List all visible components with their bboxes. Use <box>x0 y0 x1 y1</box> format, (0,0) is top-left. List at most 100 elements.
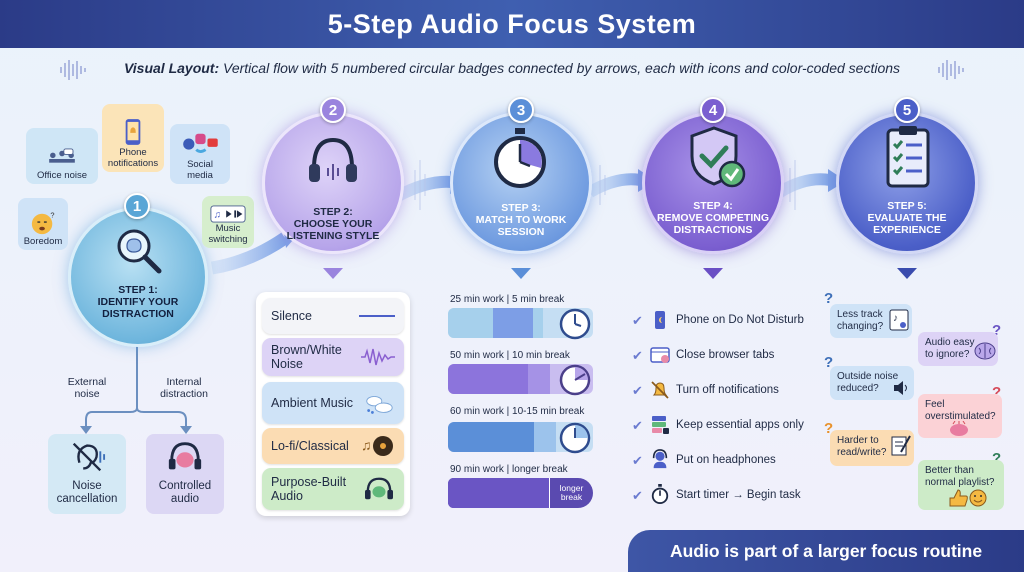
checklist-item-5: Put on headphones <box>676 454 776 466</box>
eval-better-than-normal-playlist: Better than normal playlist? <box>918 460 1004 510</box>
step-1-label-line1: STEP 1: <box>118 284 158 296</box>
soundwave-icon <box>938 60 964 80</box>
playlist-icon: ♪ <box>889 309 909 331</box>
eval-1-line1: Less track <box>837 309 883 320</box>
distraction-office-noise: Office noise <box>26 128 98 184</box>
background-wave <box>414 160 796 210</box>
session-4-extra: longer break <box>550 478 593 508</box>
checklist-item-2: Close browser tabs <box>676 349 775 361</box>
distraction-phone-label-line1: Phone <box>119 147 147 158</box>
checkmark-icon: ✔ <box>632 383 643 398</box>
flat-line-icon <box>359 315 395 317</box>
eval-less-track-changing: Less track changing? ♪ <box>830 304 912 338</box>
step-1-label-line2: IDENTIFY YOUR <box>97 296 179 308</box>
step-3-label: STEP 3: MATCH TO WORK SESSION <box>458 202 584 238</box>
phone-bell-icon <box>125 119 141 145</box>
step-4-label-line3: DISTRACTIONS <box>673 224 753 236</box>
distraction-music-label-line1: Music <box>215 223 241 234</box>
brain-headphones-icon <box>168 442 202 470</box>
style-silence-label: Silence <box>271 309 312 323</box>
step-2-label-line1: STEP 2: <box>313 206 353 218</box>
clouds-icon <box>366 395 393 414</box>
brain-magnifier-icon <box>117 229 162 274</box>
checklist-item-1: Phone on Do Not Disturb <box>676 314 804 326</box>
thumbs-smile-icon <box>949 489 987 507</box>
checkmark-icon: ✔ <box>632 313 643 328</box>
style-lofi-classical: Lo-fi/Classical ♫ <box>262 428 404 464</box>
branch-internal-line1: Internal <box>166 376 202 388</box>
eval-4-line1: Feel <box>925 399 945 410</box>
arrow-4-5 <box>776 173 831 198</box>
step-4-label-line1: STEP 4: <box>693 200 733 212</box>
brain-icon <box>974 342 996 360</box>
distraction-phone-notifications: Phone notifications <box>102 104 164 172</box>
question-mark-icon: ? <box>992 384 1002 401</box>
style-lofi-label: Lo-fi/Classical <box>271 439 349 453</box>
checkmark-icon: ✔ <box>632 348 643 363</box>
eval-3-line1: Outside noise <box>837 371 899 382</box>
result-noise-line1: Noise <box>72 480 102 492</box>
bored-face-icon: ? <box>31 210 55 235</box>
step-5-pointer <box>897 268 917 279</box>
step-2-badge: 2 <box>320 97 346 123</box>
checklist-item-3: Turn off notifications <box>676 384 779 396</box>
subtitle-lead: Visual Layout: <box>123 60 220 76</box>
step-4-pointer <box>703 268 723 279</box>
brain-headphones-icon <box>365 477 393 500</box>
result-noise-cancellation: Noise cancellation <box>48 434 126 514</box>
svg-text:♫: ♫ <box>361 437 372 453</box>
svg-text:♫: ♫ <box>214 210 221 221</box>
result-controlled-line1: Controlled <box>158 480 212 492</box>
distraction-office-noise-label: Office noise <box>37 170 87 181</box>
stopwatch-icon <box>494 128 546 188</box>
step-2-label-line2: CHOOSE YOUR <box>293 218 373 230</box>
title-banner: 5-Step Audio Focus System <box>0 0 1024 48</box>
eval-5-line1: Harder to <box>837 435 879 446</box>
style-ambient-label: Ambient Music <box>271 396 353 410</box>
speaker-icon <box>894 381 907 395</box>
step-3-label-line2: MATCH TO WORK <box>475 214 567 226</box>
question-mark-icon: ? <box>992 450 1002 467</box>
eval-1-line2: changing? <box>837 321 884 332</box>
step-3-label-line1: STEP 3: <box>501 202 541 214</box>
question-mark-icon: ? <box>824 290 834 307</box>
question-mark-icon: ? <box>824 354 834 371</box>
branch-external-line2: noise <box>74 388 100 400</box>
step-5-label: STEP 5: EVALUATE THE EXPERIENCE <box>844 200 970 236</box>
distraction-music-switching: ♫ Music switching <box>202 196 254 248</box>
step-3-pointer <box>511 268 531 279</box>
question-mark-icon: ? <box>992 322 1002 339</box>
soundwave-icon <box>361 348 395 366</box>
vinyl-icon: ♫ <box>361 436 393 456</box>
phone-moon-icon <box>655 311 665 329</box>
step-5-badge: 5 <box>894 97 920 123</box>
session-3-label: 60 min work | 10-15 min break <box>450 406 585 417</box>
footer-banner: Audio is part of a larger focus routine <box>628 530 1024 572</box>
svg-text:?: ? <box>50 210 54 219</box>
checklist-item-6: Start timer → Begin task <box>676 489 801 501</box>
step-3-badge: 3 <box>508 97 534 123</box>
bell-off-icon <box>651 381 669 399</box>
step-4-label-line2: REMOVE COMPETING <box>656 212 769 224</box>
browser-close-icon <box>650 347 670 363</box>
eval-2-line1: Audio easy <box>925 337 975 348</box>
headset-person-icon <box>652 449 668 469</box>
branch-connector <box>85 346 187 428</box>
step-1-label-line3: DISTRACTION <box>102 308 174 320</box>
checkmark-icon: ✔ <box>632 418 643 433</box>
page-title: 5-Step Audio Focus System <box>327 8 697 39</box>
social-media-icon <box>183 133 218 153</box>
timer-icon <box>651 484 669 504</box>
step-2-pointer <box>323 268 343 279</box>
step-1-badge: 1 <box>124 193 150 219</box>
step-5-label-line1: STEP 5: <box>887 200 927 212</box>
step-2-label: STEP 2: CHOOSE YOUR LISTENING STYLE <box>270 206 396 242</box>
step-4-badge: 4 <box>700 97 726 123</box>
session-4-bar: longer break <box>448 478 593 508</box>
music-player-icon: ♫ <box>210 205 246 223</box>
eval-6-line2: normal playlist? <box>925 477 995 488</box>
eval-harder-to-read-write: Harder to read/write? <box>830 430 914 466</box>
